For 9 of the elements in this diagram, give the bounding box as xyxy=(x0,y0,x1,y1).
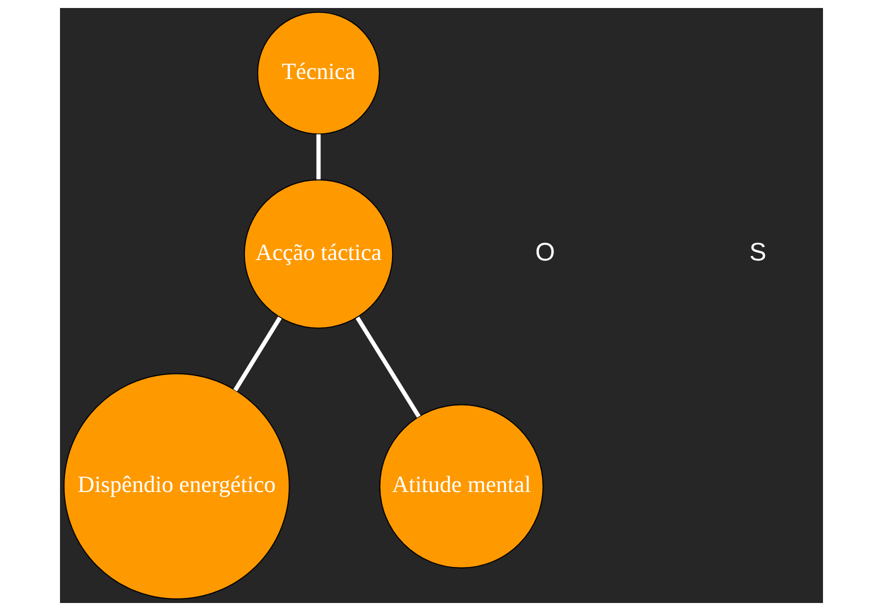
connector xyxy=(316,134,320,180)
label: S xyxy=(748,238,766,267)
node-circle: Acção táctica xyxy=(243,179,393,329)
connector xyxy=(232,316,282,392)
connector xyxy=(355,316,420,418)
node-circle: Técnica xyxy=(256,12,380,135)
node-circle: Dispêndio energético xyxy=(63,373,290,600)
label: O xyxy=(534,238,554,267)
node-circle: Atitude mental xyxy=(378,404,544,568)
